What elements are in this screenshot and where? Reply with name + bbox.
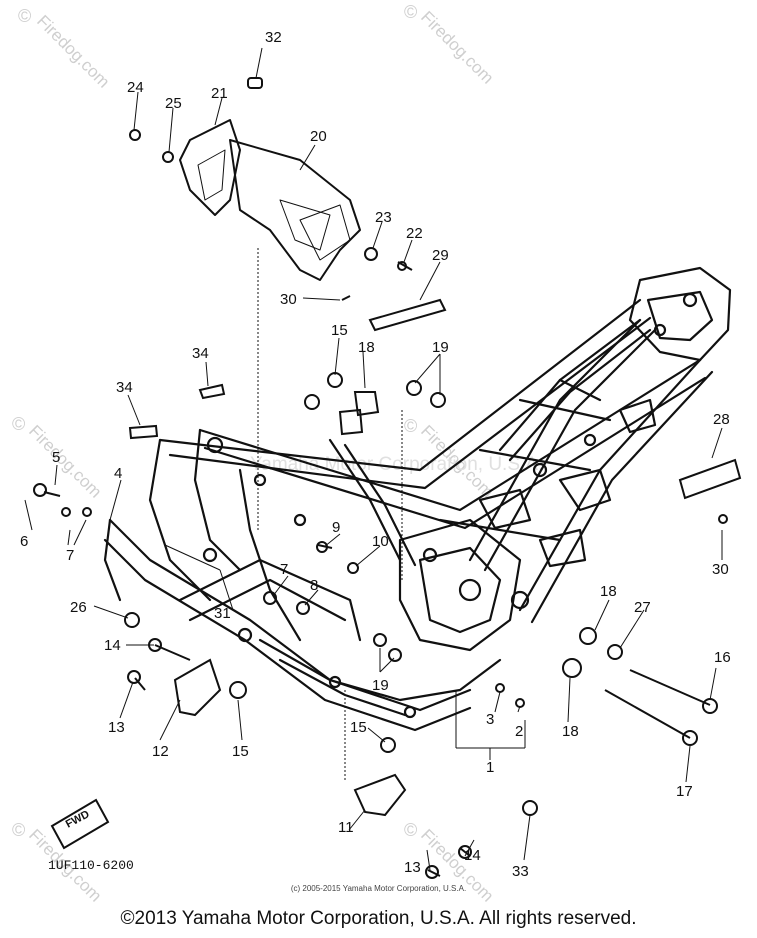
watermark-copyright-center: © xyxy=(404,416,417,436)
callout-4: 4 xyxy=(114,465,122,482)
callout-11: 11 xyxy=(338,819,354,836)
callout-27: 27 xyxy=(634,599,651,616)
watermark-copyright-topcenter: © xyxy=(404,2,417,22)
footer-copyright: ©2013 Yamaha Motor Corporation, U.S.A. A… xyxy=(120,908,637,929)
callout-16: 16 xyxy=(714,649,731,666)
callout-22: 22 xyxy=(406,225,423,242)
small-copyright: (c) 2005-2015 Yamaha Motor Corporation, … xyxy=(290,884,467,893)
callout-25: 25 xyxy=(165,95,182,112)
watermark-copyright-left: © xyxy=(12,414,25,434)
callout-8: 8 xyxy=(310,577,318,594)
callout-30-right: 30 xyxy=(712,561,729,578)
watermark-text-topleft: Firedog.com xyxy=(33,11,113,91)
callout-26: 26 xyxy=(70,599,87,616)
callout-6: 6 xyxy=(20,533,28,550)
callout-34-left: 34 xyxy=(116,379,133,396)
callout-34-top: 34 xyxy=(192,345,209,362)
callout-labels: 32 24 25 21 20 23 22 29 30 15 18 19 34 3… xyxy=(20,29,731,880)
callout-17: 17 xyxy=(676,783,693,800)
watermark-copyright-bottomleft: © xyxy=(12,820,25,840)
callout-19-bottom: 19 xyxy=(372,677,389,694)
callout-18-bottom: 18 xyxy=(562,723,579,740)
forward-arrow: FWD xyxy=(50,798,110,850)
callout-15-left: 15 xyxy=(232,743,249,760)
callout-29: 29 xyxy=(432,247,449,264)
callout-15-top: 15 xyxy=(331,322,348,339)
drawing-number: 1UF110-6200 xyxy=(48,858,134,873)
callout-21: 21 xyxy=(211,85,228,102)
callout-5: 5 xyxy=(52,449,60,466)
callout-13-bottom: 13 xyxy=(404,859,421,876)
callout-18-right: 18 xyxy=(600,583,617,600)
callout-3: 3 xyxy=(486,711,494,728)
callout-28: 28 xyxy=(713,411,730,428)
watermark-text-topcenter: Firedog.com xyxy=(417,7,497,87)
callout-18-top: 18 xyxy=(358,339,375,356)
callout-24: 24 xyxy=(127,79,144,96)
callout-33: 33 xyxy=(512,863,529,880)
callout-9: 9 xyxy=(332,519,340,536)
seat-bracket-parts xyxy=(179,77,361,281)
callout-14-left: 14 xyxy=(104,637,121,654)
callout-20: 20 xyxy=(310,128,327,145)
callout-7-left: 7 xyxy=(66,547,74,564)
main-frame xyxy=(103,266,732,732)
leader-lines xyxy=(24,47,723,871)
callout-13-left: 13 xyxy=(108,719,125,736)
callout-12: 12 xyxy=(152,743,169,760)
callout-32: 32 xyxy=(265,29,282,46)
callout-7-center: 7 xyxy=(280,561,288,578)
watermark-text-left: Firedog.com xyxy=(25,421,105,501)
watermark-copyright-bottomcenter: © xyxy=(404,820,417,840)
callout-30-top: 30 xyxy=(280,291,297,308)
callout-31: 31 xyxy=(214,605,231,622)
forward-label: FWD xyxy=(64,808,92,830)
callout-10: 10 xyxy=(372,533,389,550)
hardware-parts xyxy=(33,129,742,879)
callout-2: 2 xyxy=(515,723,523,740)
watermark-copyright-topleft: © xyxy=(18,6,31,26)
callout-23: 23 xyxy=(375,209,392,226)
callout-1: 1 xyxy=(486,759,494,776)
callout-14-bottom: 14 xyxy=(464,847,481,864)
callout-19-top: 19 xyxy=(432,339,449,356)
callout-15-bottom: 15 xyxy=(350,719,367,736)
